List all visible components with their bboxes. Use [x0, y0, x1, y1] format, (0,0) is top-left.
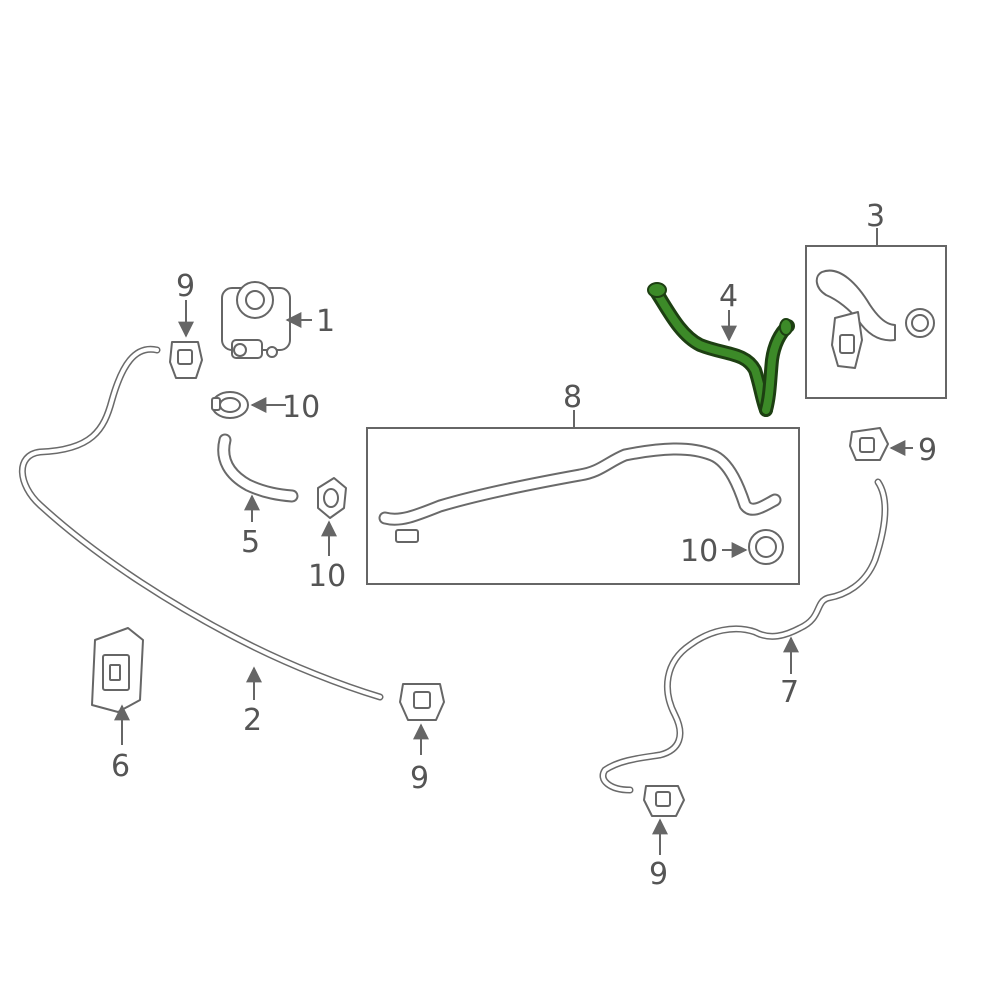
part-6-bracket[interactable]: [91, 627, 144, 713]
callout-3: 3: [866, 199, 885, 234]
part-1-pump[interactable]: [221, 281, 291, 359]
callout-10-box: 10: [680, 534, 718, 569]
part-5-short-hose[interactable]: [217, 433, 299, 503]
part-4-highlighted-hose[interactable]: [647, 282, 795, 417]
part-9-clip-right-upper[interactable]: [849, 427, 889, 461]
callout-2: 2: [243, 703, 262, 738]
leader-lines: [114, 228, 913, 855]
part-10-clamp-middle[interactable]: [317, 477, 347, 519]
part-9-clip-upper-left[interactable]: [169, 341, 203, 379]
part-2-hose[interactable]: [18, 345, 384, 701]
callout-8: 8: [563, 380, 582, 415]
callout-1: 1: [316, 304, 335, 339]
part-3-assembly[interactable]: [815, 269, 935, 369]
part-8-hose[interactable]: [378, 442, 782, 543]
part-10-clamp-upper[interactable]: [211, 391, 249, 419]
callout-9-lower-left: 9: [410, 761, 429, 796]
callout-9-lower-right: 9: [649, 857, 668, 892]
callout-9-upper-left: 9: [176, 269, 195, 304]
callout-labels: 1 2 3 4 5 6 7 8 9 9 9 9 10 10 10: [111, 199, 937, 892]
callout-10-middle: 10: [308, 559, 346, 594]
callout-10-upper: 10: [282, 390, 320, 425]
callout-5: 5: [241, 525, 260, 560]
callout-9-right-upper: 9: [918, 433, 937, 468]
callout-7: 7: [780, 675, 799, 710]
callout-4: 4: [719, 279, 738, 314]
part-9-clip-lower-left[interactable]: [399, 683, 445, 721]
part-10-clamp-box[interactable]: [748, 529, 784, 565]
part-7-tube[interactable]: [599, 478, 889, 794]
callout-6: 6: [111, 749, 130, 784]
part-9-clip-lower-right[interactable]: [643, 785, 685, 817]
